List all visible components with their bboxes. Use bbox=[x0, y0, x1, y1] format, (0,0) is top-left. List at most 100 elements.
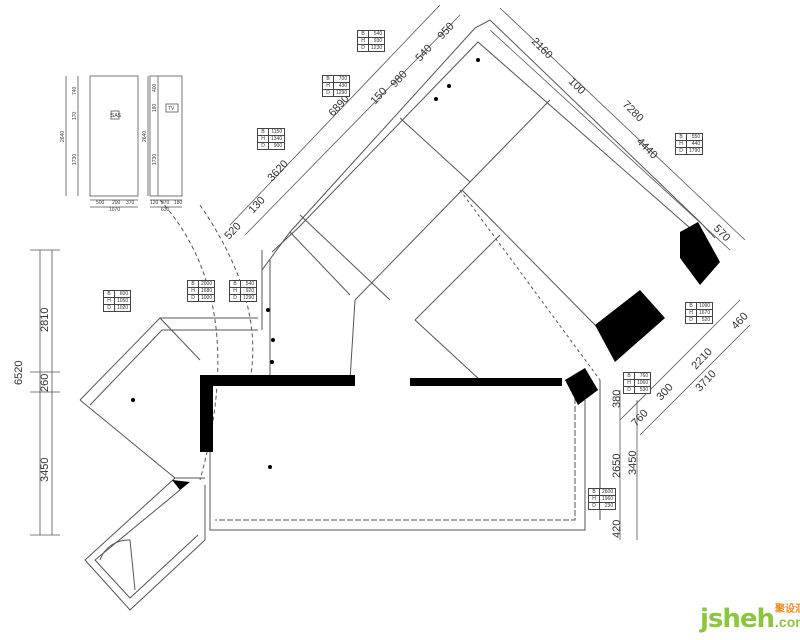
dashed-arc bbox=[159, 199, 219, 481]
spec-value: 440 bbox=[685, 140, 704, 148]
spec-value: 1960 bbox=[598, 495, 617, 503]
balcony-wall-inner bbox=[94, 489, 199, 599]
fixture-dots bbox=[131, 58, 480, 469]
dim-lower-right-2: 2210 bbox=[689, 346, 714, 372]
spec-key: D bbox=[685, 316, 697, 324]
elev-right-w2: 370 bbox=[161, 200, 170, 206]
spec-value: 1020 bbox=[113, 304, 132, 312]
spec-key: B bbox=[623, 372, 635, 380]
spec-key: B bbox=[229, 280, 241, 288]
partition bbox=[299, 214, 391, 301]
dim-right-vertical-total: 3450 bbox=[627, 451, 639, 475]
elev-left-w3: 370 bbox=[126, 200, 135, 206]
spec-key: H bbox=[588, 495, 600, 503]
dim-top-right-2: 100 bbox=[566, 76, 587, 97]
spec-key: B bbox=[357, 30, 369, 38]
partition bbox=[399, 117, 471, 183]
spec-value: 930 bbox=[367, 37, 386, 45]
spec-value: 1090 bbox=[695, 302, 714, 310]
elev-left-w2: 200 bbox=[112, 200, 121, 206]
dim-lower-right-4: 760 bbox=[629, 407, 650, 429]
spec-key: D bbox=[187, 294, 199, 302]
solid-walls bbox=[172, 222, 720, 490]
spec-value: 1050 bbox=[113, 297, 132, 305]
dim-left-2: 260 bbox=[39, 374, 51, 392]
spec-value: 540 bbox=[367, 30, 386, 38]
dim-left-3: 3450 bbox=[39, 458, 51, 482]
spec-value: 1340 bbox=[267, 135, 286, 143]
dim-right-vertical-1: 380 bbox=[611, 390, 623, 408]
dim-top-left-1: 3620 bbox=[265, 158, 290, 184]
partition bbox=[414, 319, 481, 381]
spec-key: B bbox=[322, 75, 334, 83]
dim-right-total: 7280 bbox=[620, 99, 646, 125]
elev-left-total-width: 1070 bbox=[109, 207, 120, 213]
dim-left-total: 6520 bbox=[13, 361, 25, 385]
spec-key: B bbox=[187, 280, 199, 288]
spec-value: 1290 bbox=[239, 294, 258, 302]
elevation-labels: SAS 740 170 1730 2640 500 200 370 1070 T… bbox=[60, 83, 183, 213]
elev-left-w1: 500 bbox=[96, 200, 105, 206]
spec-value: 1060 bbox=[633, 379, 652, 387]
spec-value: 1290 bbox=[332, 89, 351, 97]
spec-value: 520 bbox=[695, 316, 714, 324]
elev-left-h2: 170 bbox=[72, 111, 78, 120]
spec-key: H bbox=[257, 135, 269, 143]
spec-key: B bbox=[675, 133, 687, 141]
spec-value: 530 bbox=[633, 386, 652, 394]
elev-right-total-height: 2640 bbox=[142, 131, 148, 142]
dim-top-right-1: 2160 bbox=[529, 36, 555, 62]
spec-key: H bbox=[685, 309, 697, 317]
spec-value: 1230 bbox=[367, 44, 386, 52]
spec-value: 1150 bbox=[267, 128, 286, 136]
spec-value: 900 bbox=[267, 142, 286, 150]
partition bbox=[414, 234, 501, 321]
dim-right-1: 4440 bbox=[634, 136, 660, 162]
partition bbox=[289, 231, 351, 296]
door-swing bbox=[99, 539, 136, 591]
partition bbox=[349, 299, 356, 381]
spec-value: 700 bbox=[332, 75, 351, 83]
balcony-wall bbox=[84, 477, 206, 611]
dimension-lines bbox=[30, 4, 751, 540]
spec-key: B bbox=[685, 302, 697, 310]
dim-right-vertical-3: 420 bbox=[611, 520, 623, 538]
watermark-brand: jsheh bbox=[700, 604, 775, 634]
partition bbox=[461, 189, 601, 331]
spec-value: 920 bbox=[239, 287, 258, 295]
watermark-suffix: .com bbox=[775, 614, 800, 630]
spec-key: H bbox=[623, 379, 635, 387]
spec-key: D bbox=[229, 294, 241, 302]
elev-right-h1: 400 bbox=[152, 83, 158, 92]
dim-top-left-6: 540 bbox=[413, 42, 434, 64]
spec-key: H bbox=[229, 287, 241, 295]
dim-top-left-7: 950 bbox=[435, 20, 456, 42]
dim-left-1: 2810 bbox=[39, 308, 51, 332]
spec-key: D bbox=[588, 502, 600, 510]
spec-value: 550 bbox=[685, 133, 704, 141]
elevation-left bbox=[89, 75, 139, 197]
partition bbox=[354, 181, 471, 301]
spec-key: D bbox=[357, 44, 369, 52]
spec-value: 1680 bbox=[197, 287, 216, 295]
spec-value: 760 bbox=[633, 372, 652, 380]
left-room-window bbox=[159, 317, 201, 361]
spec-key: D bbox=[322, 89, 334, 97]
spec-key: H bbox=[675, 140, 687, 148]
dim-lower-right-3: 300 bbox=[654, 381, 675, 403]
spec-value: 1670 bbox=[695, 309, 714, 317]
spec-key: D bbox=[103, 304, 115, 312]
spec-value: 230 bbox=[598, 502, 617, 510]
inner-wall-bottom bbox=[215, 390, 576, 521]
elevation-right bbox=[149, 75, 183, 197]
elev-right-total-width: 630 bbox=[161, 207, 170, 213]
